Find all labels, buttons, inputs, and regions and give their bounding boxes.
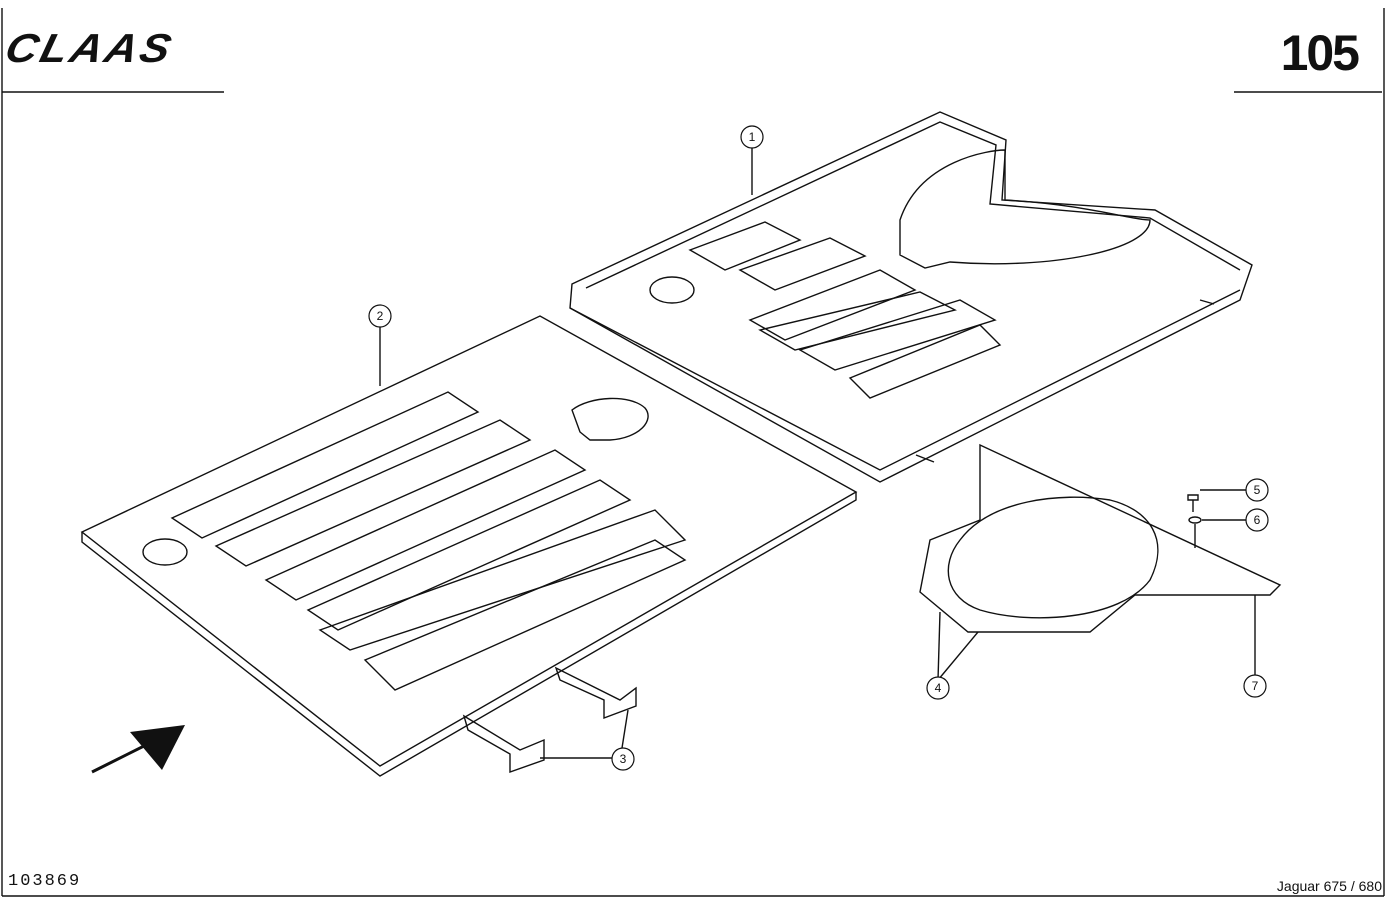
callout-6-label: 6 xyxy=(1254,513,1261,527)
part-3-brackets xyxy=(462,666,637,773)
callout-5-label: 5 xyxy=(1254,483,1261,497)
callout-7-circle xyxy=(1243,674,1267,698)
callout-3-circle xyxy=(611,747,635,771)
callout-5-circle xyxy=(1245,478,1269,502)
leader-3b xyxy=(621,709,629,749)
callout-4-label: 4 xyxy=(935,681,942,695)
callout-4-circle xyxy=(926,676,950,700)
page-number: 105 xyxy=(1280,25,1360,81)
part-5-bolt xyxy=(1187,494,1199,512)
callout-2-circle xyxy=(368,304,392,328)
leader-4a xyxy=(937,611,941,681)
part-1-upper-panel xyxy=(569,111,1253,483)
callout-2-label: 2 xyxy=(377,309,384,323)
callout-6-circle xyxy=(1245,508,1269,532)
part-7-adaptor-plate xyxy=(919,443,1282,633)
callout-1-label: 1 xyxy=(749,130,756,144)
drawing-number: 103869 xyxy=(8,872,82,891)
part-2-lower-panel xyxy=(80,315,858,777)
direction-arrow-icon xyxy=(91,725,185,774)
callout-1-circle xyxy=(740,125,764,149)
callout-7-label: 7 xyxy=(1252,679,1259,693)
callout-3-label: 3 xyxy=(620,752,627,766)
model-designation: Jaguar 675 / 680 xyxy=(1276,878,1382,894)
leader-4b xyxy=(937,631,979,681)
part-6-washer xyxy=(1188,516,1202,548)
